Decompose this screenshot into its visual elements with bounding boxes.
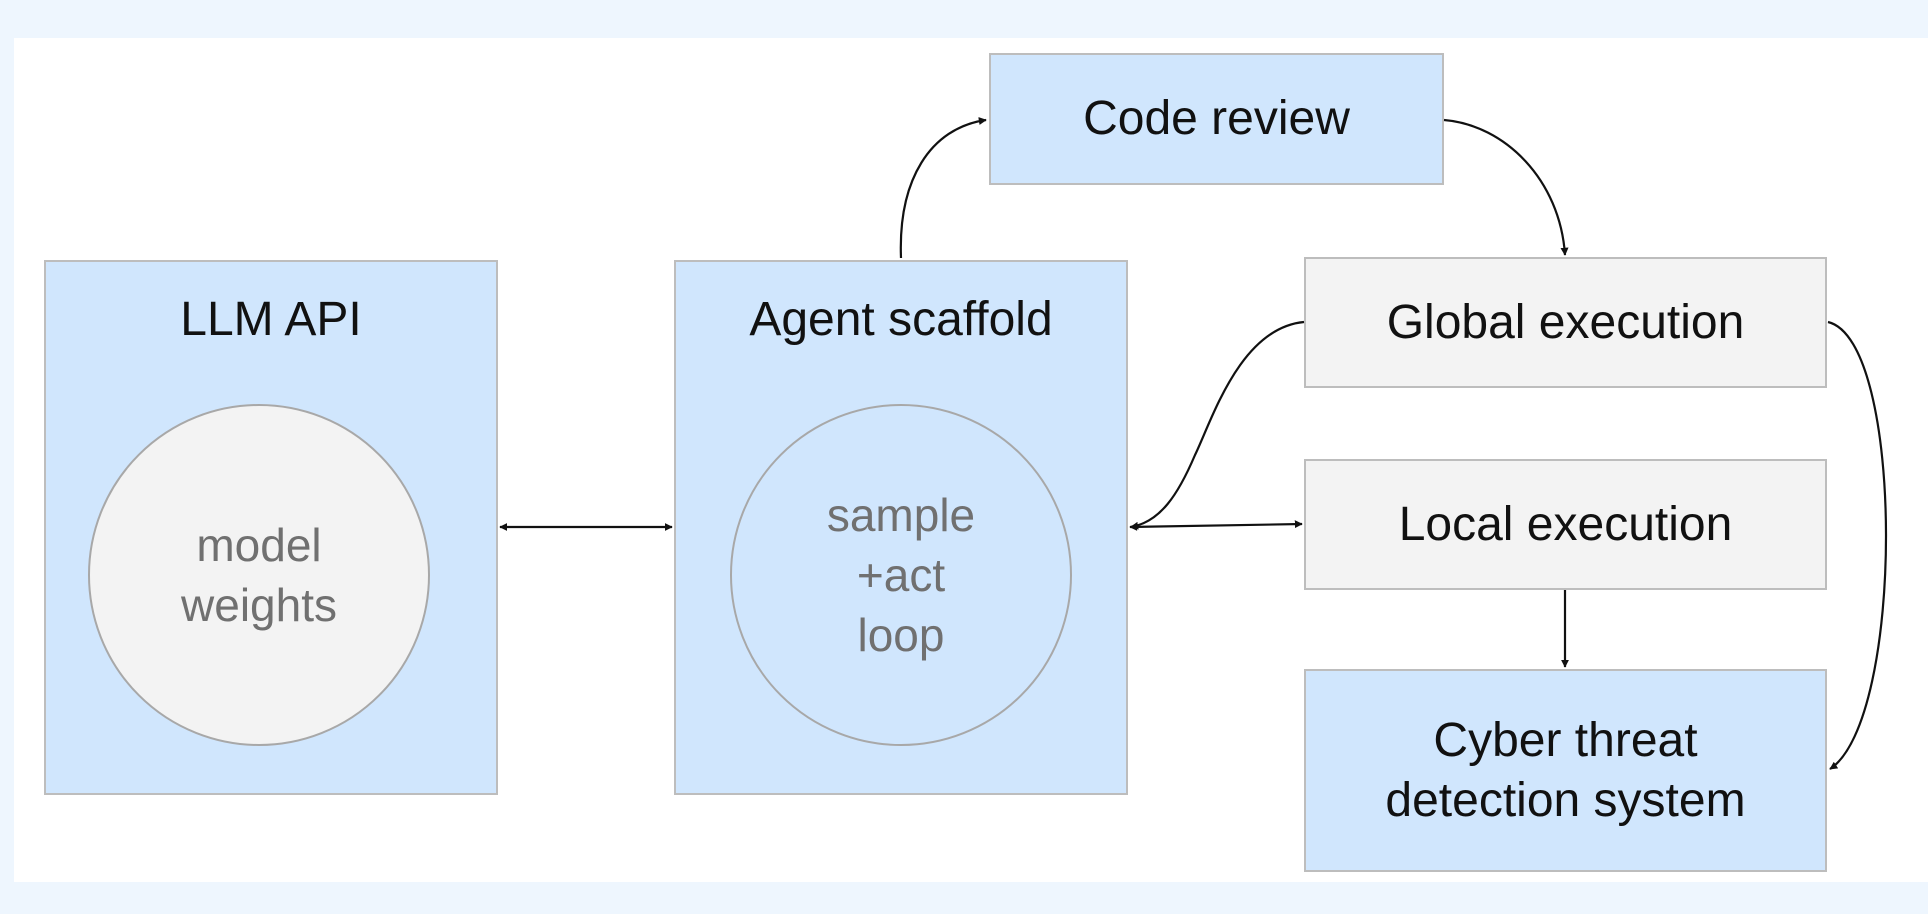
- agent-scaffold-title: Agent scaffold: [749, 293, 1053, 346]
- local-execution-label: Local execution: [1398, 497, 1733, 551]
- cyber-threat-line-2: detection system: [1385, 773, 1746, 827]
- code-review-label: Code review: [1083, 92, 1350, 145]
- llm-api-title: LLM API: [180, 293, 362, 346]
- llm-api-box: LLM API model weights: [44, 260, 498, 795]
- model-weights-line-2: weights: [181, 579, 337, 631]
- model-weights-circle: model weights: [88, 404, 430, 746]
- loop-line-1: sample: [826, 489, 976, 541]
- cyber-threat-box: Cyber threat detection system: [1304, 669, 1827, 872]
- local-execution-box: Local execution: [1304, 459, 1827, 590]
- loop-line-2: +act: [856, 549, 946, 601]
- global-execution-label: Global execution: [1386, 295, 1745, 349]
- loop-line-3: loop: [857, 609, 945, 661]
- sample-act-loop-circle: sample +act loop: [730, 404, 1072, 746]
- code-review-box: Code review: [989, 53, 1444, 185]
- global-execution-box: Global execution: [1304, 257, 1827, 388]
- agent-scaffold-box: Agent scaffold sample +act loop: [674, 260, 1128, 795]
- cyber-threat-label: Cyber threat detection system: [1306, 671, 1825, 870]
- model-weights-line-1: model: [196, 519, 322, 571]
- cyber-threat-line-1: Cyber threat: [1433, 713, 1698, 767]
